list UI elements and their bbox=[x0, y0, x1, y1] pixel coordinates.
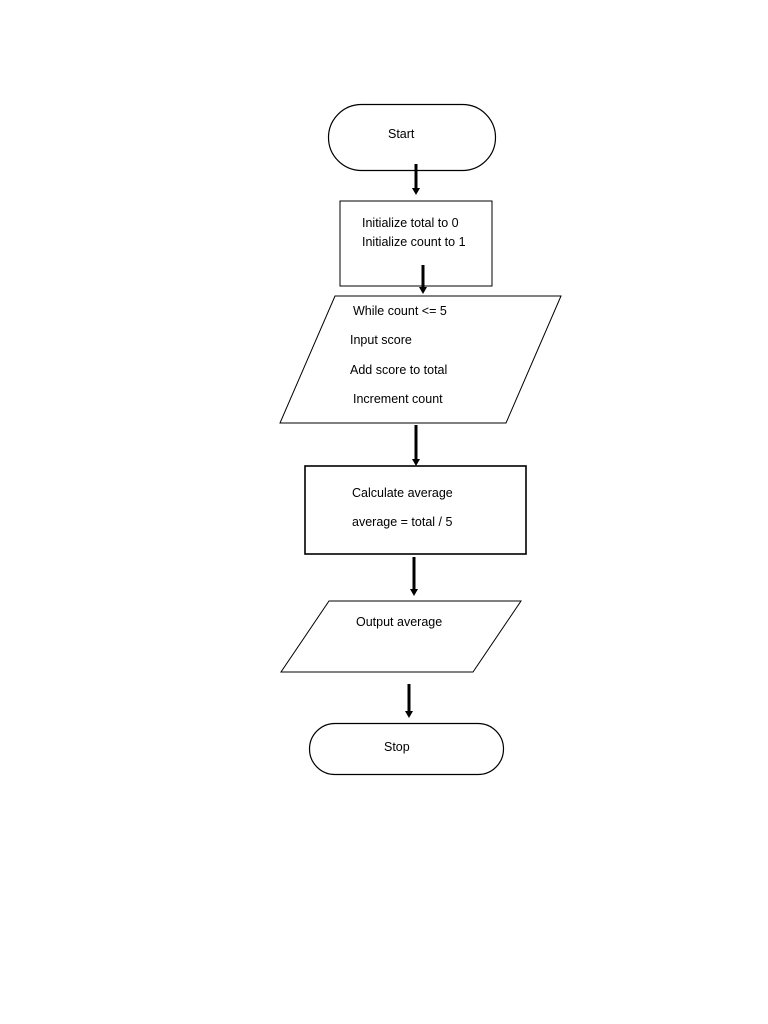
calculate-process-box bbox=[304, 465, 527, 555]
output-parallelogram bbox=[280, 600, 522, 673]
calculate-line-2: average = total / 5 bbox=[352, 515, 453, 529]
initialize-line-2: Initialize count to 1 bbox=[362, 235, 466, 249]
loop-line-1: While count <= 5 bbox=[353, 304, 447, 318]
arrow-calculate-to-output bbox=[410, 557, 418, 596]
calculate-line-1: Calculate average bbox=[352, 486, 453, 500]
stop-label: Stop bbox=[384, 740, 410, 754]
initialize-process-box bbox=[339, 200, 493, 287]
loop-line-4: Increment count bbox=[353, 392, 443, 406]
arrow-loop-to-calculate bbox=[412, 425, 420, 466]
loop-line-2: Input score bbox=[350, 333, 412, 347]
start-label: Start bbox=[388, 127, 415, 141]
arrow-output-to-stop bbox=[405, 684, 413, 718]
output-label: Output average bbox=[356, 615, 443, 629]
start-terminator bbox=[327, 103, 497, 172]
loop-parallelogram bbox=[279, 295, 562, 424]
initialize-line-1: Initialize total to 0 bbox=[362, 216, 459, 230]
arrow-start-to-initialize bbox=[412, 164, 420, 195]
arrow-initialize-to-loop bbox=[419, 265, 427, 294]
loop-line-3: Add score to total bbox=[350, 363, 448, 377]
stop-terminator bbox=[308, 722, 505, 776]
